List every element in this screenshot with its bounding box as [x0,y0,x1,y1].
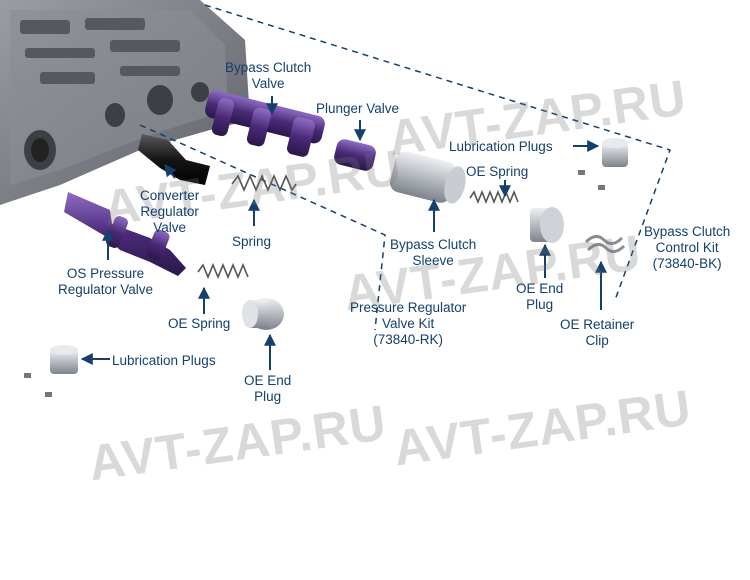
label-lubrication-plugs-bottom: Lubrication Plugs [112,353,216,368]
spring-part [231,173,297,193]
bypass-clutch-valve-part [205,90,325,157]
label-converter-regulator-valve: Converter Regulator Valve [140,188,200,235]
label-oe-end-plug-bottom: OE End Plug [244,373,292,404]
label-spring: Spring [232,234,272,249]
lubrication-plugs-bottom-part [24,345,78,397]
label-oe-end-plug-right: OE End Plug [516,281,564,312]
label-os-pressure-regulator-valve: OS Pressure Regulator Valve [58,266,154,297]
label-bypass-clutch-valve: Bypass Clutch Valve [225,60,312,91]
label-oe-spring-bottom: OE Spring [168,316,231,331]
valve-body-casting [0,0,250,205]
bypass-clutch-sleeve-part [389,151,466,204]
converter-regulator-valve-part [138,134,210,185]
label-oe-retainer-clip: OE Retainer Clip [560,317,635,348]
oe-end-plug-bottom-part [242,298,284,330]
label-plunger-valve: Plunger Valve [316,101,400,116]
leader-arrows [80,96,607,370]
label-bypass-clutch-sleeve: Bypass Clutch Sleeve [390,237,477,268]
label-lubrication-plugs-top: Lubrication Plugs [449,139,553,154]
label-oe-spring-top: OE Spring [466,164,529,179]
oe-end-plug-right-part [530,207,564,243]
label-bypass-clutch-control-kit: Bypass Clutch Control Kit (73840-BK) [644,224,731,271]
label-pressure-regulator-kit: Pressure Regulator Valve Kit (73840-RK) [350,300,467,347]
lubrication-plugs-top-part [578,138,628,190]
oe-spring-top-part [469,189,519,205]
plunger-valve-part [334,139,376,171]
oe-spring-bottom-part [197,262,249,280]
oe-retainer-clip-part [584,235,626,253]
